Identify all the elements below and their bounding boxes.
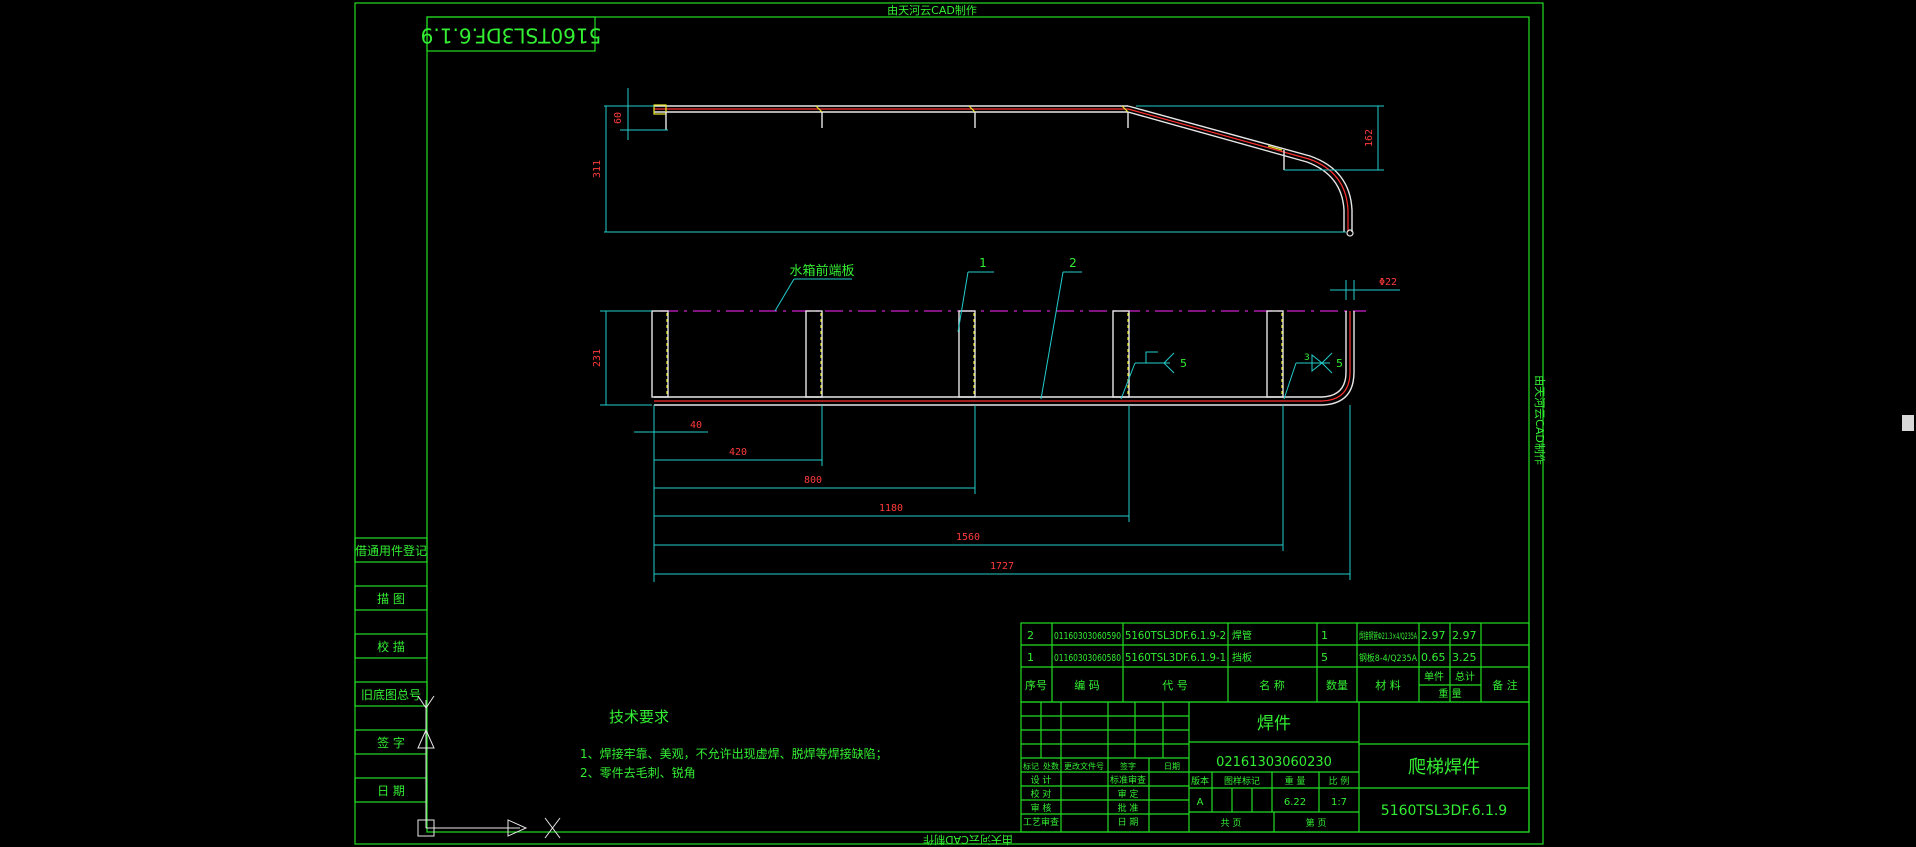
top-view-dimensions: 60 311 162 (592, 88, 1384, 233)
dim-front-phi22: Φ22 (1379, 277, 1397, 288)
front-view (651, 310, 1366, 406)
attr-h-0: 版本 (1191, 775, 1209, 787)
leaders: 水箱前端板 1 2 (774, 256, 1082, 400)
role-left-0: 设 计 (1031, 774, 1052, 786)
tech-req-item-1: 1、焊接牢靠、美观，不允许出现虚焊、脱焊等焊接缺陷； (580, 746, 888, 761)
weld-number-a: 5 (1180, 357, 1187, 370)
sign-h-3: 签字 (1120, 761, 1136, 771)
bom-r2-c5: 钢板8-4/Q235A (1359, 652, 1418, 664)
side-panel-label-5: 日 期 (377, 784, 405, 798)
side-panel-label-1: 描 图 (377, 592, 405, 606)
side-panel-label-2: 校 描 (377, 639, 405, 654)
bom-h-3: 名 称 (1259, 678, 1285, 692)
title-type: 焊件 (1257, 714, 1291, 734)
title-block: 标记 处数 更改文件号 签字 日期 设 计 校 对 审 核 工艺审查 标准审查 … (1020, 701, 1530, 833)
title-drawing-no: 5160TSL3DF.6.1.9 (1381, 803, 1507, 819)
sign-h-2: 更改文件号 (1064, 761, 1104, 771)
bom-r1-c0: 2 (1027, 629, 1034, 642)
side-panel-label-3: 旧底图总号 (361, 687, 421, 702)
bom-r1-c7: 2.97 (1452, 629, 1477, 642)
dim-front-420: 420 (729, 447, 747, 458)
bom-r1-c1: 01160303060590 (1054, 631, 1121, 642)
bom-h-7: 总计 (1455, 670, 1475, 683)
bom-r2-c6: 0.65 (1421, 651, 1446, 664)
dim-top-162: 162 (1364, 129, 1375, 147)
title-weight: 6.22 (1284, 797, 1306, 808)
watermark-bottom: 由天河云CAD制作 (923, 833, 1013, 847)
corner-stamp: 5160TSL3DF.6.1.9 (421, 24, 602, 48)
leader-label-panel: 水箱前端板 (789, 263, 854, 279)
bom-r2-c4: 5 (1321, 651, 1328, 664)
side-panel: 借通用件登记 描 图 校 描 旧底图总号 签 字 日 期 (354, 537, 428, 803)
corner-stamp-box (426, 16, 596, 52)
role-left-2: 审 核 (1031, 802, 1052, 814)
title-version: A (1197, 797, 1204, 808)
dim-front-1727: 1727 (990, 561, 1014, 572)
tech-req-title: 技术要求 (609, 708, 669, 726)
bom-h-2: 代 号 (1162, 679, 1188, 692)
bom-h-1: 编 码 (1074, 678, 1100, 692)
bom-r2-c0: 1 (1027, 651, 1034, 664)
bom-h-8: 备 注 (1492, 678, 1518, 692)
balloon-2: 2 (1069, 256, 1077, 270)
bom-table: 2 01160303060590 5160TSL3DF.6.1.9-2 焊管 1… (1020, 622, 1530, 703)
dim-front-40: 40 (690, 420, 702, 431)
bom-r2-c7: 3.25 (1452, 651, 1477, 664)
bom-h-weight: 重 量 (1438, 687, 1461, 700)
weld-symbols: 5 5 3 (1120, 351, 1343, 400)
front-view-dimensions: 231 40 420 800 1180 1560 1727 Φ22 (592, 277, 1400, 582)
side-panel-label-0: 借通用件登记 (355, 543, 427, 558)
bom-r1-c3: 焊管 (1232, 629, 1252, 642)
inner-frame (426, 16, 1530, 833)
dim-front-1560: 1560 (956, 532, 980, 543)
sign-h-0: 标记 (1023, 761, 1039, 771)
bom-r2-c1: 01160303060580 (1054, 653, 1121, 664)
bom-r1-c2: 5160TSL3DF.6.1.9-2 (1125, 629, 1226, 642)
top-view (653, 104, 1354, 237)
dim-front-1180: 1180 (879, 503, 903, 514)
watermark-top: 由天河云CAD制作 (887, 3, 977, 17)
bom-r2-c2: 5160TSL3DF.6.1.9-1 (1125, 651, 1226, 664)
vertical-scrollbar-thumb[interactable] (1902, 415, 1914, 431)
tech-requirements: 技术要求 1、焊接牢靠、美观，不允许出现虚焊、脱焊等焊接缺陷； 2、零件去毛刺、… (580, 708, 888, 780)
bom-h-5: 材 料 (1375, 678, 1401, 692)
bom-r1-c5: 焊接钢管Φ21.3×4/Q235A (1359, 630, 1417, 642)
role-mid-3: 日 期 (1118, 817, 1139, 828)
attr-h-1: 图样标记 (1224, 775, 1260, 787)
side-panel-label-4: 签 字 (377, 735, 405, 750)
outer-frame (354, 2, 1544, 845)
role-mid-1: 审 定 (1118, 788, 1139, 800)
dim-front-231: 231 (592, 349, 603, 367)
title-scale: 1:7 (1331, 797, 1347, 808)
role-left-1: 校 对 (1031, 788, 1052, 800)
bom-h-0: 序号 (1025, 678, 1047, 692)
role-mid-2: 批 准 (1118, 802, 1139, 814)
sign-h-4: 日期 (1164, 762, 1180, 771)
bom-r1-c6: 2.97 (1421, 629, 1446, 642)
weld-number-c: 3 (1304, 353, 1310, 363)
title-part-name: 爬梯焊件 (1408, 757, 1480, 778)
ucs-icon (417, 695, 561, 839)
bom-h-4: 数量 (1326, 679, 1348, 692)
attr-h-2: 重 量 (1285, 775, 1306, 787)
role-left-3: 工艺审查 (1023, 816, 1059, 828)
weld-number-b: 5 (1336, 357, 1343, 370)
bom-r1-c4: 1 (1321, 629, 1328, 642)
dim-front-800: 800 (804, 475, 822, 486)
sign-h-1: 处数 (1043, 761, 1059, 771)
title-sheets-total: 共 页 (1221, 818, 1242, 829)
bom-h-6: 单件 (1424, 671, 1444, 683)
watermark-right: 由天河云CAD制作 (1533, 375, 1547, 465)
title-code: 02161303060230 (1216, 755, 1332, 770)
role-mid-0: 标准审查 (1110, 774, 1146, 786)
tech-req-item-2: 2、零件去毛刺、锐角 (580, 766, 696, 780)
attr-h-3: 比 例 (1329, 775, 1350, 787)
bom-r2-c3: 挡板 (1232, 651, 1252, 664)
balloon-1: 1 (979, 256, 987, 270)
title-sheets-current: 第 页 (1306, 817, 1327, 829)
dim-top-60: 60 (613, 112, 624, 124)
dim-top-311: 311 (592, 160, 603, 178)
